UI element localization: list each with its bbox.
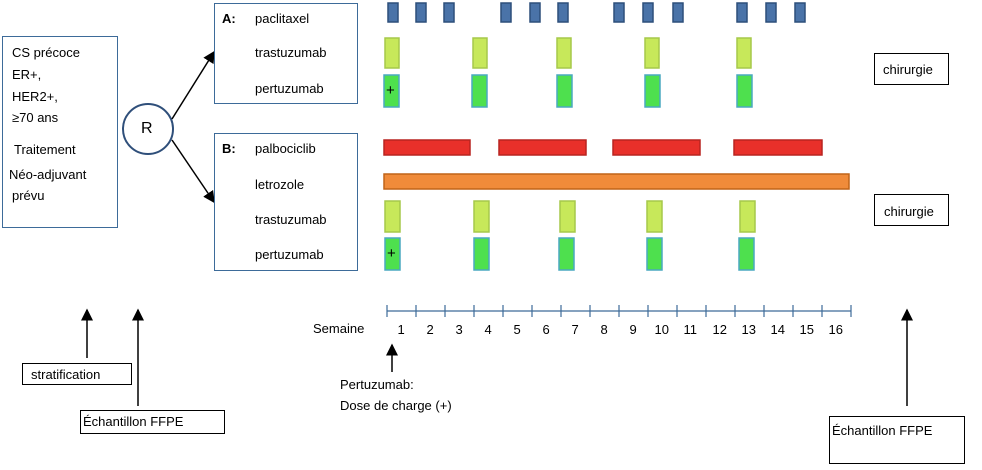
randomization-label: R bbox=[141, 120, 153, 137]
patient-line: Néo-adjuvant bbox=[9, 167, 87, 182]
loading-note-line2: Dose de charge (+) bbox=[340, 398, 452, 413]
pertuzumab-dose bbox=[384, 237, 401, 271]
letrozole-dose bbox=[383, 173, 850, 190]
palbociclib-dose bbox=[383, 139, 471, 156]
week-label: 3 bbox=[455, 322, 463, 337]
week-label: 11 bbox=[683, 322, 698, 337]
loading-dose-plus-a: + bbox=[386, 82, 395, 99]
arm-a-box bbox=[214, 3, 358, 104]
patient-line: prévu bbox=[12, 188, 45, 203]
patient-box: CS précoce ER+, HER2+, ≥70 ans Traitemen… bbox=[2, 36, 118, 228]
trastuzumab-dose bbox=[739, 200, 756, 233]
paclitaxel-dose bbox=[387, 2, 399, 23]
patient-line: ≥70 ans bbox=[12, 110, 59, 125]
arm-b-drug: pertuzumab bbox=[255, 247, 324, 262]
pertuzumab-dose bbox=[558, 237, 575, 271]
surgery-label: chirurgie bbox=[883, 62, 933, 77]
surgery-label: chirurgie bbox=[884, 204, 934, 219]
pertuzumab-dose bbox=[473, 237, 490, 271]
week-label: 4 bbox=[484, 322, 492, 337]
paclitaxel-dose bbox=[443, 2, 455, 23]
trastuzumab-dose bbox=[556, 37, 572, 69]
paclitaxel-dose bbox=[736, 2, 748, 23]
ffpe-label: Échantillon FFPE bbox=[83, 414, 184, 429]
trastuzumab-dose bbox=[646, 200, 663, 233]
patient-line: CS précoce bbox=[12, 45, 80, 60]
arrow-to-arm-b bbox=[171, 139, 215, 204]
week-label: 15 bbox=[799, 322, 814, 337]
week-label: 7 bbox=[571, 322, 579, 337]
paclitaxel-dose bbox=[765, 2, 777, 23]
trastuzumab-dose bbox=[644, 37, 660, 69]
randomization-circle bbox=[122, 103, 174, 155]
arm-a-drug: paclitaxel bbox=[255, 11, 310, 26]
pertuzumab-dose bbox=[556, 74, 573, 108]
palbociclib-dose bbox=[733, 139, 823, 156]
arrow-to-arm-a bbox=[171, 50, 215, 120]
week-axis bbox=[386, 305, 852, 317]
arm-a-label: A: bbox=[222, 11, 236, 26]
surgery-box-b: chirurgie bbox=[874, 194, 949, 226]
paclitaxel-dose bbox=[557, 2, 569, 23]
arm-b-drug: letrozole bbox=[255, 177, 305, 192]
stratification-box: stratification bbox=[22, 363, 132, 385]
loading-note-line1: Pertuzumab: bbox=[340, 377, 414, 392]
paclitaxel-dose bbox=[529, 2, 541, 23]
week-label: 1 bbox=[397, 322, 405, 337]
paclitaxel-dose bbox=[415, 2, 427, 23]
week-label: 6 bbox=[542, 322, 550, 337]
pertuzumab-dose bbox=[738, 237, 755, 271]
trastuzumab-dose bbox=[559, 200, 576, 233]
arm-a-drug: trastuzumab bbox=[255, 45, 327, 60]
arm-b-label: B: bbox=[222, 141, 236, 156]
trastuzumab-dose bbox=[736, 37, 752, 69]
pertuzumab-dose bbox=[383, 74, 400, 108]
trastuzumab-dose bbox=[384, 200, 401, 233]
stratification-label: stratification bbox=[31, 367, 101, 382]
ffpe-label: Échantillon FFPE bbox=[832, 423, 933, 438]
week-label: 9 bbox=[629, 322, 637, 337]
arm-b-drug: trastuzumab bbox=[255, 212, 327, 227]
week-label: 5 bbox=[513, 322, 521, 337]
pertuzumab-dose bbox=[646, 237, 663, 271]
arm-a-drug: pertuzumab bbox=[255, 81, 324, 96]
trastuzumab-dose bbox=[472, 37, 488, 69]
week-label: 13 bbox=[741, 322, 756, 337]
week-label: 14 bbox=[770, 322, 785, 337]
patient-line: HER2+, bbox=[12, 89, 58, 104]
paclitaxel-dose bbox=[794, 2, 806, 23]
patient-line: Traitement bbox=[14, 142, 76, 157]
ffpe-box-right: Échantillon FFPE bbox=[829, 416, 965, 464]
pertuzumab-dose bbox=[736, 74, 753, 108]
loading-dose-plus-b: + bbox=[387, 245, 396, 262]
week-label: 2 bbox=[426, 322, 434, 337]
palbociclib-dose bbox=[498, 139, 587, 156]
timeline-label: Semaine bbox=[313, 321, 365, 336]
surgery-box-a: chirurgie bbox=[874, 53, 949, 85]
paclitaxel-dose bbox=[500, 2, 512, 23]
patient-line: ER+, bbox=[12, 67, 42, 82]
pertuzumab-dose bbox=[471, 74, 488, 108]
paclitaxel-dose bbox=[613, 2, 625, 23]
ffpe-box-left: Échantillon FFPE bbox=[80, 410, 225, 434]
trastuzumab-dose bbox=[473, 200, 490, 233]
dose-blocks bbox=[383, 2, 850, 271]
arm-b-drug: palbociclib bbox=[255, 141, 316, 156]
arm-b-box bbox=[214, 133, 358, 271]
week-label: 16 bbox=[828, 322, 843, 337]
paclitaxel-dose bbox=[642, 2, 654, 23]
trastuzumab-dose bbox=[384, 37, 400, 69]
week-label: 12 bbox=[712, 322, 727, 337]
paclitaxel-dose bbox=[672, 2, 684, 23]
week-label: 8 bbox=[600, 322, 608, 337]
pertuzumab-dose bbox=[644, 74, 661, 108]
palbociclib-dose bbox=[612, 139, 701, 156]
week-label: 10 bbox=[654, 322, 669, 337]
